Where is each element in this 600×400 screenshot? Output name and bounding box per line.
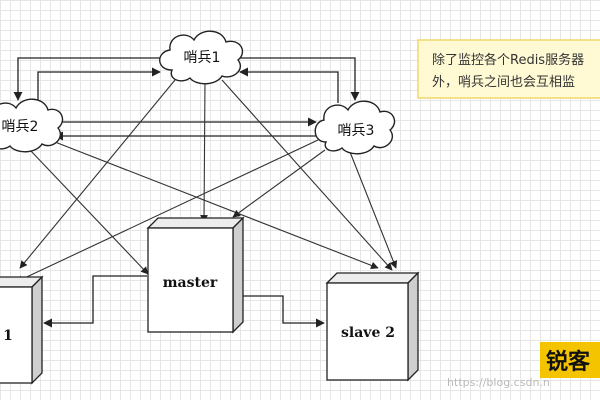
master-label: master — [163, 275, 218, 291]
sentinel-2-label: 哨兵2 — [2, 119, 39, 135]
annotation-note: 除了监控各个Redis服务器 外，哨兵之间也会互相监 — [417, 39, 600, 99]
slave-1-server: 1 — [0, 275, 44, 385]
brand-text: 锐客 — [546, 349, 591, 375]
link-s1-s3-outer — [240, 57, 360, 101]
watermark-text: https://blog.csdn.n — [447, 376, 550, 389]
master-to-slave1 — [43, 275, 147, 328]
monitor-links — [15, 79, 398, 283]
link-s2-s1-inner — [37, 67, 161, 100]
master-to-slave2 — [243, 295, 325, 328]
replication-links — [43, 275, 325, 328]
sentinel-3-label: 哨兵3 — [338, 123, 375, 139]
sentinel-3: 哨兵3 — [314, 100, 396, 155]
sentinel-2: 哨兵2 — [0, 98, 64, 153]
sentinel-1: 哨兵1 — [159, 30, 244, 85]
slave-1-label: 1 — [3, 328, 13, 344]
slave-2-server: slave 2 — [325, 271, 420, 382]
note-line-2: 外，哨兵之间也会互相监 — [432, 75, 575, 90]
slave-2-label: slave 2 — [341, 325, 395, 341]
master-server: master — [146, 216, 245, 334]
note-line-1: 除了监控各个Redis服务器 — [432, 52, 584, 68]
link-s3-s1-inner — [239, 67, 339, 103]
link-s1-s2-outer — [13, 57, 160, 101]
sentinel-1-label: 哨兵1 — [184, 50, 221, 66]
brand-badge: 锐客 — [540, 342, 600, 378]
